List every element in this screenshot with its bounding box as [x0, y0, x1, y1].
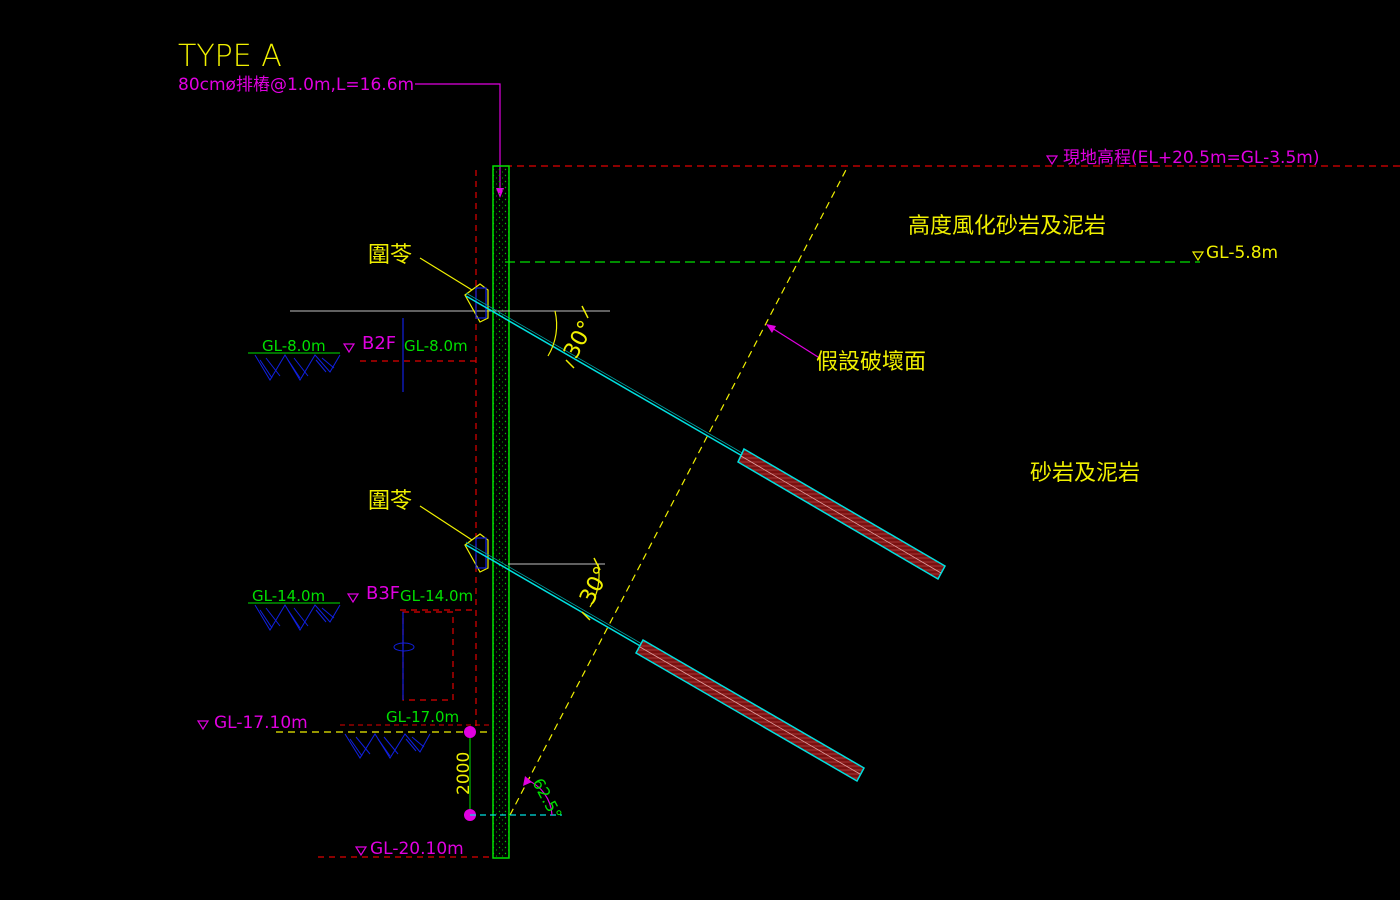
- b3f-level-marker-icon: [346, 593, 360, 604]
- b3f-label: B3F: [366, 583, 400, 604]
- waler-upper-leader: [419, 257, 473, 291]
- failure-plane-leader: [771, 327, 819, 358]
- gl-8-left-label: GL-8.0m: [262, 337, 326, 355]
- waler-lower-label: 圍苓: [368, 489, 412, 514]
- failure-plane-leader-arrow: [766, 324, 776, 333]
- embedment-dimension-label: 2000: [454, 752, 474, 795]
- anchor2-angle-tick-top: [593, 557, 601, 571]
- gl-17-10-label: GL-17.10m: [214, 713, 308, 733]
- drawing-title: TYPE A: [178, 39, 282, 74]
- ground-level-marker-icon: [1045, 155, 1059, 166]
- anchor1-angle-tick-bottom: [565, 359, 575, 369]
- b2f-label: B2F: [362, 333, 396, 354]
- gl-5-8-label: GL-5.8m: [1206, 243, 1278, 263]
- gl-20-10-marker-icon: [354, 846, 368, 857]
- anchor1-free-length-edge: [465, 292, 745, 455]
- anchor2-angle-label: 30°: [575, 563, 615, 609]
- failure-angle-arrow-icon: [523, 776, 532, 786]
- anchor2-angle-tick-bottom: [581, 611, 591, 621]
- anchor1-angle-tick-top: [581, 305, 589, 319]
- b3f-break-symbol-icon: [393, 642, 415, 652]
- anchor1-angle-arc: [547, 310, 558, 357]
- hatch-soil-b3f: [254, 604, 341, 631]
- pile-spec-label: 80cmø排樁@1.0m,L=16.6m: [178, 75, 414, 95]
- anchor1-free-length: [465, 295, 745, 458]
- gl-14-left-label: GL-14.0m: [252, 587, 325, 605]
- soil-layer-upper-label: 高度風化砂岩及泥岩: [908, 214, 1106, 239]
- anchor2-free-length: [465, 544, 643, 648]
- gl-20-10-label: GL-20.10m: [370, 839, 464, 859]
- waler-lower-leader: [419, 505, 473, 541]
- ground-level-label: 現地高程(EL+20.5m=GL-3.5m): [1063, 148, 1319, 168]
- pile-spec-leader: [415, 83, 501, 190]
- dimension-node-top: [464, 726, 476, 738]
- b3f-pit-outline: [402, 611, 454, 701]
- waler-upper-label: 圍苓: [368, 243, 412, 268]
- anchor2-free-length-edge: [465, 541, 643, 645]
- gl-8-right-label: GL-8.0m: [404, 337, 468, 355]
- anchor2-fixed-length[interactable]: [634, 638, 866, 783]
- anchor1-fixed-length[interactable]: [737, 447, 947, 581]
- waler-lower-beam: [475, 537, 487, 569]
- assumed-failure-plane-line: [509, 165, 849, 816]
- b2f-level-marker-icon: [342, 343, 356, 354]
- soil-layer-lower-label: 砂岩及泥岩: [1030, 461, 1140, 486]
- gl-14-right-label: GL-14.0m: [400, 587, 473, 605]
- retaining-pile-wall[interactable]: [492, 165, 510, 859]
- gl-17-0-label: GL-17.0m: [386, 708, 459, 726]
- hatch-soil-b2f: [254, 354, 341, 381]
- gl-17-10-marker-icon: [196, 720, 210, 731]
- failure-plane-label: 假設破壞面: [816, 350, 926, 375]
- gl-5-8-marker-icon: [1191, 251, 1205, 262]
- hatch-soil-bottom: [344, 733, 431, 759]
- waler-upper-beam: [475, 287, 487, 319]
- anchor1-angle-label: 30°: [559, 317, 599, 363]
